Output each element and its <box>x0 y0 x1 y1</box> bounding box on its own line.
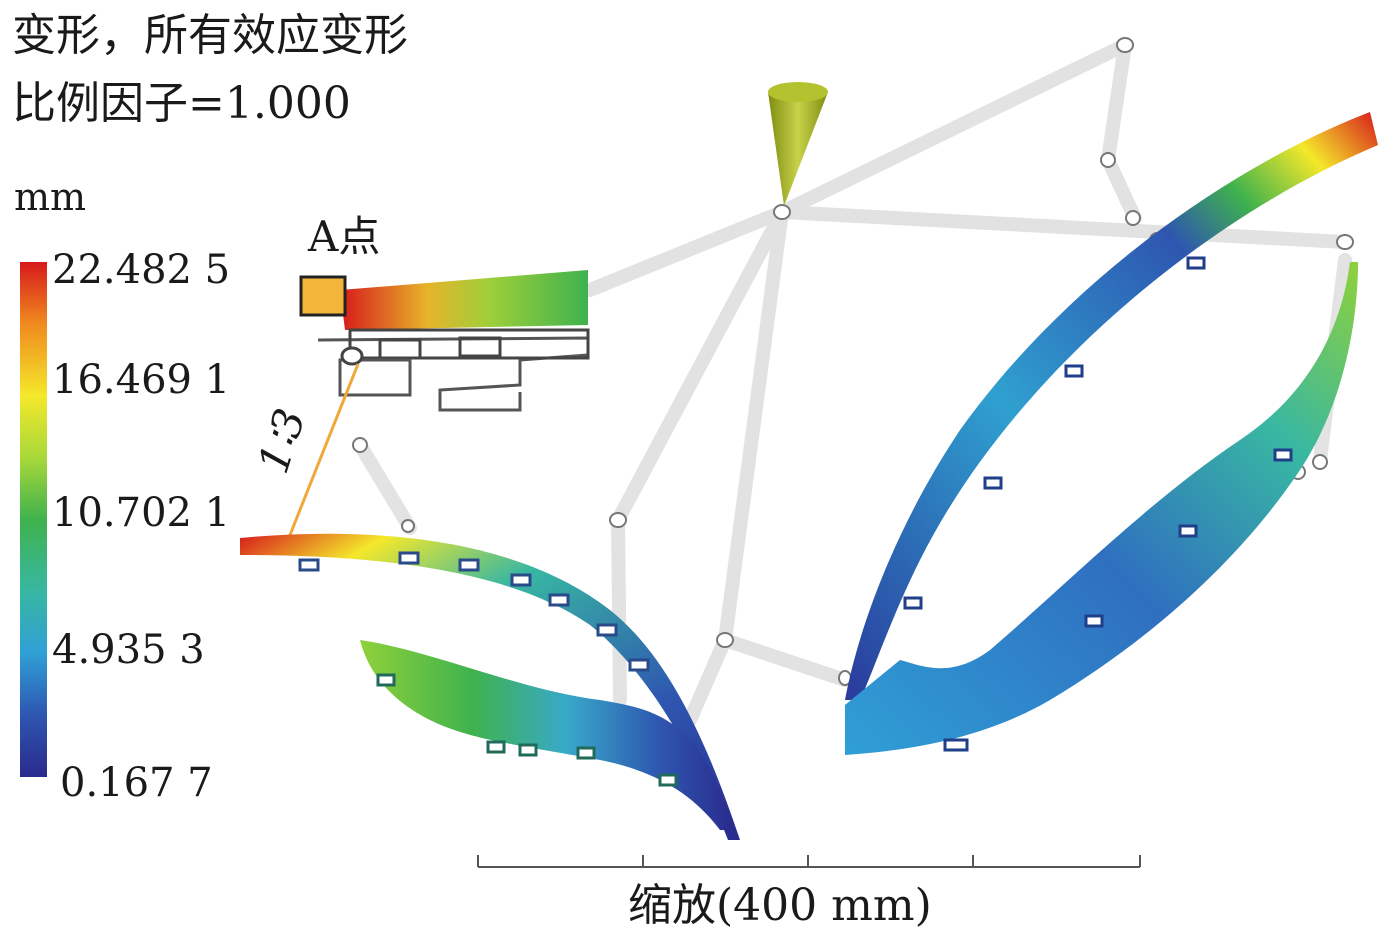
scale-bar-label: 缩放(400 mm) <box>628 880 932 931</box>
left-part-upper-tabs <box>298 551 650 672</box>
undeformed-frame <box>353 38 1352 727</box>
left-part-lower-tabs <box>376 673 678 787</box>
legend-tick-min: 0.167 7 <box>60 760 213 806</box>
title-line-2: 比例因子=1.000 <box>12 78 351 129</box>
legend-tick-3: 10.702 1 <box>52 490 231 536</box>
inset-connector <box>286 363 360 541</box>
right-part-inner <box>845 262 1358 755</box>
point-a-marker <box>299 275 347 317</box>
scale-bar <box>477 855 1141 868</box>
title-line-1: 变形，所有效应变形 <box>12 10 408 61</box>
frame-joints <box>352 37 1354 686</box>
load-cone-top <box>768 82 828 102</box>
inset-detail <box>317 270 590 412</box>
legend-tick-max: 22.482 5 <box>52 247 231 293</box>
legend-tick-2: 16.469 1 <box>52 357 231 403</box>
color-legend-bar <box>20 262 47 777</box>
legend-unit: mm <box>14 175 87 219</box>
left-part-lower <box>360 640 735 830</box>
legend-tick-4: 4.935 3 <box>52 627 205 673</box>
right-part-tabs <box>903 256 1293 752</box>
load-cone <box>768 92 828 206</box>
point-a-label: A点 <box>308 212 381 261</box>
